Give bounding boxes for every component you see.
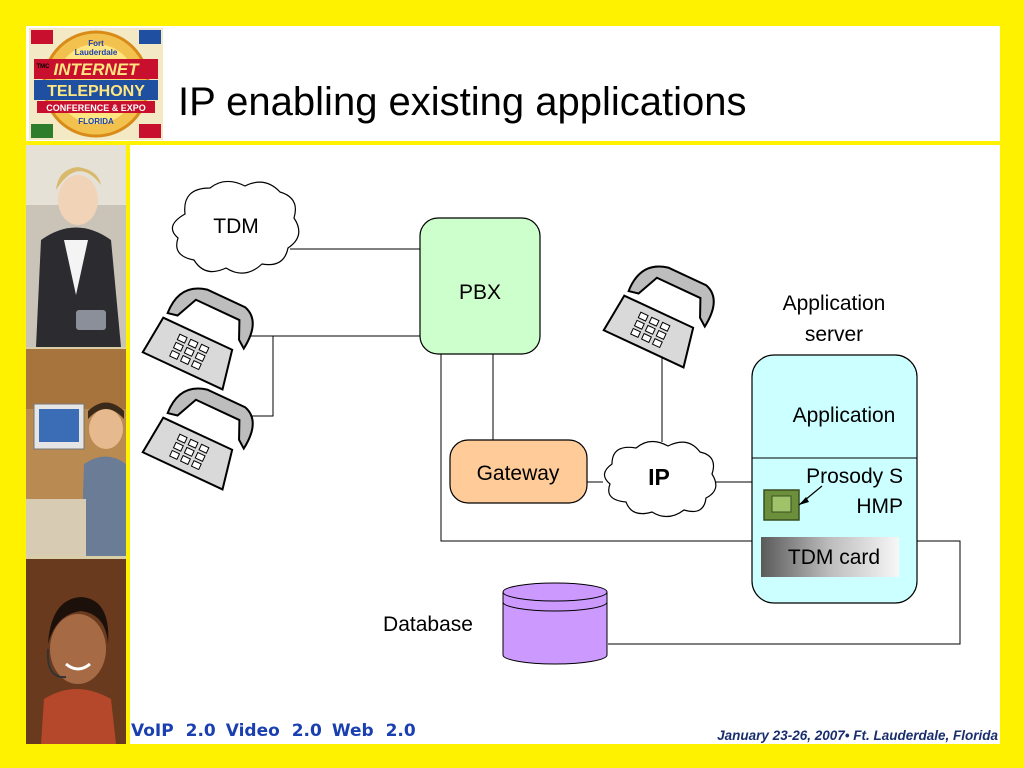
logo-line3: INTERNET (54, 60, 141, 79)
logo-line1: Fort (88, 39, 104, 48)
phone-icon (141, 375, 262, 492)
footer-item: VoIP 2.0 (131, 721, 216, 741)
footer-item: Web 2.0 (331, 721, 416, 741)
connector-lines (243, 248, 961, 645)
header-divider (130, 141, 1000, 145)
pbx-box (419, 217, 541, 355)
photo-man-at-computer (26, 349, 126, 556)
phone-icon (602, 253, 723, 370)
logo-line6: FLORIDA (78, 117, 114, 126)
frame-right (1000, 0, 1024, 768)
prosody-label-line1: Prosody S (806, 465, 903, 488)
frame-bottom (0, 744, 1024, 768)
logo-badge: TMC (37, 64, 51, 70)
gateway-box (449, 439, 588, 504)
tdm-cloud-label: TDM (213, 215, 259, 238)
footer-event-info: January 23-26, 2007• Ft. Lauderdale, Flo… (717, 728, 998, 743)
ip-cloud-label: IP (648, 464, 670, 490)
logo-line4: TELEPHONY (47, 83, 145, 100)
logo-line5: CONFERENCE & EXPO (46, 103, 146, 113)
conference-logo: Fort Lauderdale INTERNET TELEPHONY CONFE… (29, 28, 163, 140)
slide-title: IP enabling existing applications (178, 80, 747, 124)
app-server-label-line2: server (805, 323, 863, 346)
tdm-card-label: TDM card (788, 546, 880, 569)
tdm-cloud (171, 180, 300, 274)
database-icon (502, 582, 608, 665)
footer-item: Video 2.0 (225, 721, 322, 741)
pbx-label: PBX (459, 281, 501, 304)
app-server-label-line1: Application (783, 292, 886, 315)
tdm-card-box (761, 537, 899, 577)
logo-line2: Lauderdale (75, 48, 118, 57)
frame-left (0, 0, 26, 768)
prosody-label-line2: HMP (856, 495, 903, 518)
chip-icon (763, 485, 823, 521)
photo-businesswoman (26, 145, 126, 347)
ip-cloud (603, 440, 717, 518)
header-divider-left (26, 141, 130, 145)
frame-top (0, 0, 1024, 26)
application-label: Application (793, 404, 896, 427)
database-label: Database (383, 613, 473, 636)
footer-tagline: VoIP 2.0 Video 2.0 Web 2.0 (131, 721, 426, 741)
phone-icon (141, 275, 262, 392)
side-strip-separator (126, 145, 130, 744)
gateway-label: Gateway (477, 462, 560, 485)
photo-woman-headset (26, 559, 126, 744)
